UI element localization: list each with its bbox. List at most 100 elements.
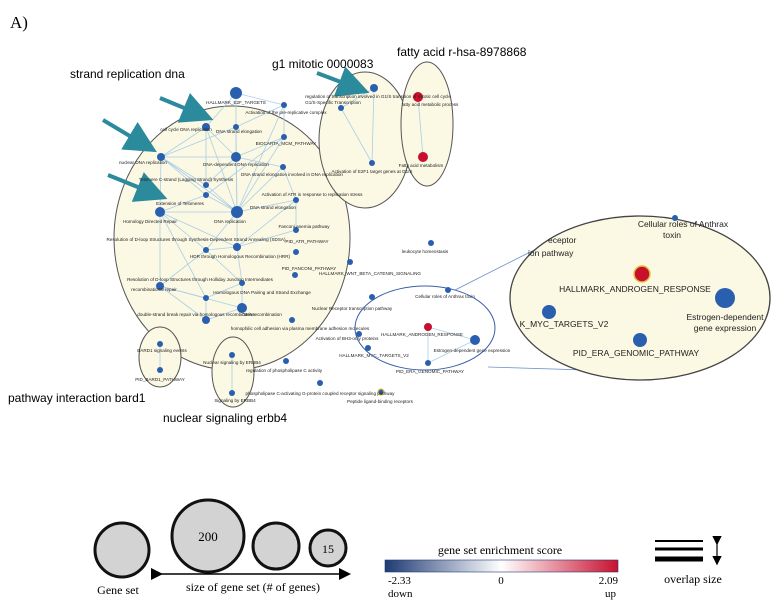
- node-label: Resolution of D-loop Structures through …: [127, 277, 274, 282]
- node-label: phospholipase C-activating G-protein cou…: [246, 391, 396, 396]
- node-resolution-dloop-holliday[interactable]: [203, 295, 209, 301]
- node-signaling-erbb4[interactable]: [229, 390, 235, 396]
- node-biocarta-mcm[interactable]: [281, 134, 287, 140]
- legend-gene-set-circle: [93, 521, 151, 579]
- zoom-node-myc[interactable]: [542, 305, 556, 319]
- node-g1s-specific[interactable]: [338, 105, 344, 111]
- node-activation-bh3[interactable]: [356, 331, 362, 337]
- node-label: Cellular roles of Anthrax toxin: [415, 294, 475, 299]
- node-dna-recombination[interactable]: [237, 303, 247, 313]
- zoom-label-myc: K_MYC_TARGETS_V2: [520, 319, 609, 329]
- node-homologous-pairing[interactable]: [239, 280, 245, 286]
- legend-score-gradient: [384, 559, 619, 573]
- node-label: DNA recombination: [242, 312, 282, 317]
- node-nuclear-receptor[interactable]: [369, 294, 375, 300]
- node-label: double-strand break repair via homologou…: [137, 312, 255, 317]
- node-activation-e2f1[interactable]: [369, 160, 375, 166]
- node-hdr-hrr[interactable]: [233, 243, 241, 251]
- legend-size-15-circle: [308, 528, 348, 568]
- node-label: HALLMARK_MYC_TARGETS_V2: [339, 353, 409, 358]
- node-label: PID_ERA_GENOMIC_PATHWAY: [396, 369, 464, 374]
- node-bard1-signaling[interactable]: [157, 341, 163, 347]
- node-activation-atr[interactable]: [293, 197, 299, 203]
- node-label: regulation of phospholipase C activity: [246, 368, 323, 373]
- node-label: BARD1 signaling events: [137, 348, 187, 353]
- node-nuclear-dna-rep[interactable]: [157, 153, 165, 161]
- node-fatty-acid-metabolic[interactable]: [413, 92, 423, 102]
- node-label: Signaling by ERBB4: [214, 398, 256, 403]
- node-peptide-ligand[interactable]: [377, 388, 385, 396]
- node-pid-bard1[interactable]: [157, 367, 163, 373]
- node-nuclear-signaling-erbb[interactable]: [229, 352, 235, 358]
- cluster-label-g1-mitotic: g1 mitotic 0000083: [272, 57, 374, 71]
- node-homology-repair[interactable]: [155, 207, 165, 217]
- node-phospholipase-gpcr[interactable]: [317, 380, 323, 386]
- legend-overlap-label: overlap size: [664, 572, 722, 586]
- cluster-label-pathway-bard1: pathway interaction bard1: [8, 391, 146, 405]
- zoom-ellipse: [509, 215, 771, 381]
- node-fatty-acid-metabolism[interactable]: [418, 152, 428, 162]
- node-label: nuclear DNA replication: [119, 160, 167, 165]
- arrow-indicator: [101, 118, 157, 153]
- node-label: PID_ATR_PATHWAY: [285, 239, 328, 244]
- node-label: Nuclear signaling by ERBB4: [203, 360, 261, 365]
- node-dna-strand-elong[interactable]: [233, 124, 239, 130]
- cluster-label-strand-replication: strand replication dna: [70, 67, 185, 81]
- cluster-g1-mitotic: [318, 71, 412, 209]
- node-label: DNA strand elongation: [216, 129, 262, 134]
- zoom-label-hallmark-androgen: HALLMARK_ANDROGEN_RESPONSE: [559, 284, 711, 294]
- node-label: regulation of transcription involved in …: [305, 94, 451, 99]
- legend-size-mid-circle: [251, 521, 301, 571]
- zoom-label-cellular-roles-2: toxin: [663, 230, 681, 240]
- legend-up-label: up: [605, 588, 617, 600]
- node-extension-telomeres[interactable]: [203, 192, 209, 198]
- zoom-source-ellipse: [354, 285, 496, 371]
- node-label: Peptide ligand-binding receptors: [347, 399, 414, 404]
- node-prereplicative[interactable]: [281, 102, 287, 108]
- zoom-node-hallmark-androgen[interactable]: [633, 265, 651, 283]
- node-label: Homologous DNA Pairing and Strand Exchan…: [213, 290, 311, 295]
- panel-label: A): [10, 13, 28, 32]
- legend-score-mid: 0: [498, 575, 504, 587]
- node-leukocyte-homeostasis[interactable]: [428, 240, 434, 246]
- node-cell-cycle-dna[interactable]: [202, 123, 210, 131]
- node-double-strand-break[interactable]: [202, 316, 210, 324]
- node-label: DNA-dependent DNA replication: [203, 162, 269, 167]
- node-recombinational-repair[interactable]: [156, 282, 164, 290]
- node-pid-fanconi[interactable]: [292, 272, 298, 278]
- node-fanconi[interactable]: [293, 227, 299, 233]
- legend-score-title: gene set enrichment score: [438, 543, 562, 557]
- node-hallmark-myc[interactable]: [365, 345, 371, 351]
- node-label: Activation of E2F1 target genes at G1/S: [332, 169, 413, 174]
- node-label: Homology Directed Repair: [123, 219, 177, 224]
- node-label: HDR through Homologous Recombination (HR…: [190, 254, 291, 259]
- node-label: PID_FANCONI_PATHWAY: [282, 266, 337, 271]
- zoom-node-pid-era[interactable]: [633, 333, 647, 347]
- zoom-connector-top: [454, 242, 549, 291]
- zoom-label-estrogen: Estrogen-dependent: [686, 312, 764, 322]
- node-label: Fatty acid metabolism: [399, 163, 444, 168]
- node-dna-dependent-rep[interactable]: [231, 152, 241, 162]
- zoom-node-cellular-roles[interactable]: [672, 215, 678, 221]
- node-homophilic-adhesion[interactable]: [289, 317, 295, 323]
- node-hallmark-e2f[interactable]: [230, 87, 242, 99]
- node-hallmark-androgen[interactable]: [424, 323, 432, 331]
- node-regulation-plc[interactable]: [283, 358, 289, 364]
- cluster-nuclear-erbb4: [211, 336, 255, 408]
- node-label: G1/S-Specific Transcription: [305, 100, 361, 105]
- node-regulation-g1s[interactable]: [370, 84, 378, 92]
- node-dna-strand-elong-involved[interactable]: [280, 164, 286, 170]
- zoom-node-estrogen[interactable]: [715, 288, 735, 308]
- node-label: Nuclear Receptor transcription pathway: [312, 306, 393, 311]
- node-pid-atr[interactable]: [293, 249, 299, 255]
- node-pid-era-genomic[interactable]: [425, 360, 431, 366]
- node-resolution-dloop-sdsa[interactable]: [203, 247, 209, 253]
- node-telomere-c-strand[interactable]: [203, 182, 209, 188]
- node-dna-replication[interactable]: [231, 206, 243, 218]
- node-estrogen-dependent[interactable]: [470, 335, 480, 345]
- node-label: Extension of Telomeres: [156, 201, 204, 206]
- node-hallmark-wnt[interactable]: [347, 259, 353, 265]
- cluster-label-fatty-acid: fatty acid r-hsa-8978868: [397, 45, 527, 59]
- arrow-indicator: [107, 172, 168, 202]
- node-label: leukocyte homeostasis: [402, 249, 449, 254]
